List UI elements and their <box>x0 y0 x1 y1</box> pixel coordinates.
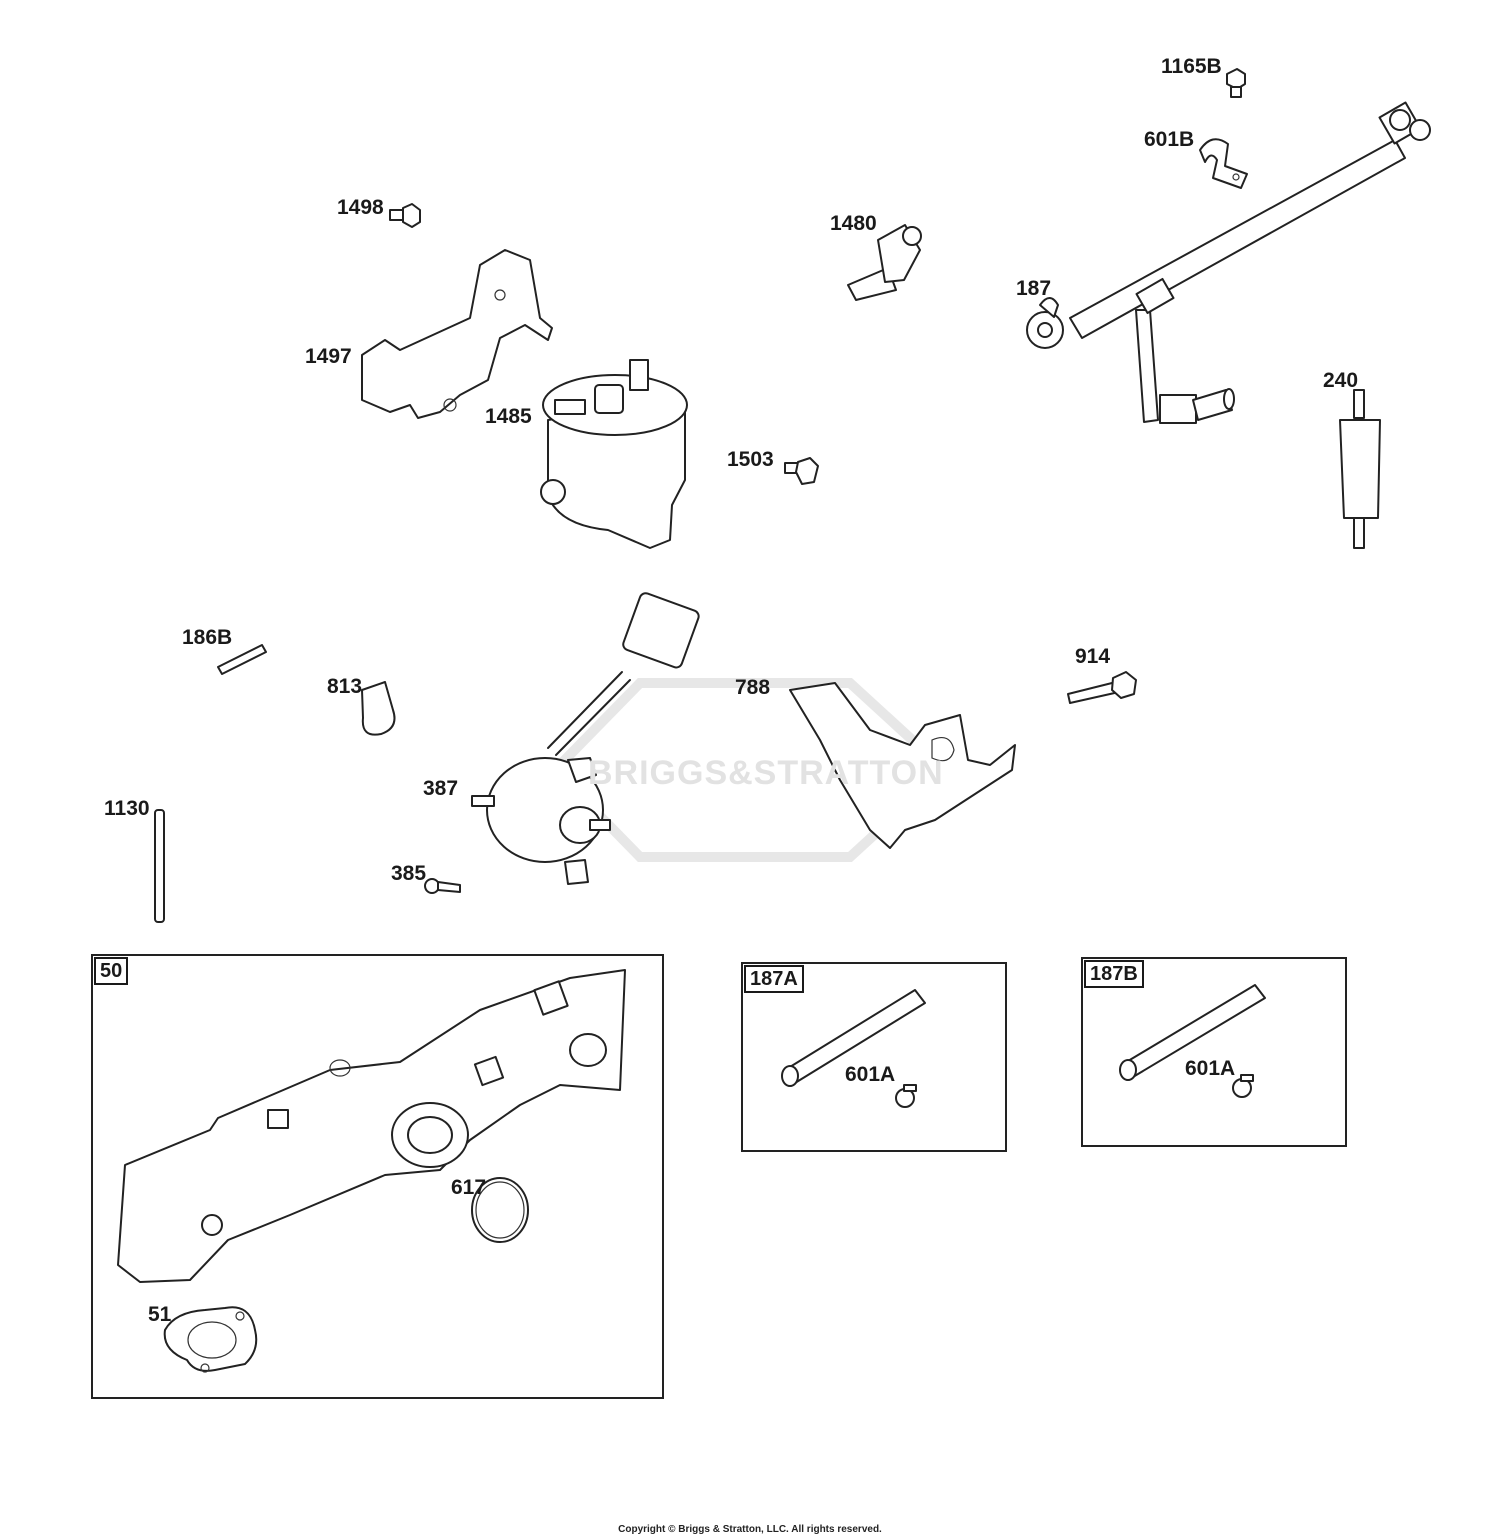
part-1480-connector[interactable] <box>847 224 922 301</box>
label-788[interactable]: 788 <box>735 676 771 699</box>
label-601A-b[interactable]: 601A <box>1185 1057 1236 1080</box>
label-186B[interactable]: 186B <box>182 626 233 649</box>
label-187[interactable]: 187 <box>1016 277 1052 300</box>
kit-label-50[interactable]: 50 <box>94 957 129 985</box>
label-813[interactable]: 813 <box>327 675 363 698</box>
part-1485-fuel-pump-module[interactable] <box>540 359 688 549</box>
part-1130-stud[interactable] <box>154 809 165 923</box>
label-1480[interactable]: 1480 <box>830 212 877 235</box>
part-813-clip[interactable] <box>361 681 396 736</box>
label-601B[interactable]: 601B <box>1144 128 1195 151</box>
part-387-fuel-pump[interactable] <box>471 592 700 885</box>
part-914-bolt[interactable] <box>1067 671 1137 704</box>
label-240[interactable]: 240 <box>1323 369 1359 392</box>
part-601B-clamp[interactable] <box>1199 138 1248 189</box>
copyright-notice: Copyright © Briggs & Stratton, LLC. All … <box>618 1524 882 1535</box>
part-601A-clamp-a[interactable] <box>895 1084 917 1108</box>
watermark-text: BRIGGS&STRATTON <box>588 754 944 792</box>
kit-187B-box <box>1081 957 1347 1147</box>
part-1503-screw[interactable] <box>784 457 819 485</box>
part-1165B-bolt[interactable] <box>1226 68 1246 98</box>
part-1498-bolt[interactable] <box>389 203 421 228</box>
part-1497-bracket[interactable] <box>361 249 553 419</box>
label-1165B[interactable]: 1165B <box>1161 55 1222 78</box>
kit-label-187B[interactable]: 187B <box>1084 960 1144 988</box>
kit-187A-box <box>741 962 1007 1152</box>
part-187-fuel-hose[interactable] <box>1026 101 1431 424</box>
part-186B-pin[interactable] <box>217 644 267 675</box>
label-1497[interactable]: 1497 <box>305 345 352 368</box>
kit-50-box <box>91 954 664 1399</box>
label-1498[interactable]: 1498 <box>337 196 384 219</box>
label-617[interactable]: 617 <box>451 1176 487 1199</box>
part-51-gasket[interactable] <box>163 1306 258 1373</box>
label-601A-a[interactable]: 601A <box>845 1063 896 1086</box>
label-1130[interactable]: 1130 <box>104 797 150 820</box>
label-1503[interactable]: 1503 <box>727 448 774 471</box>
part-788-bracket[interactable] <box>789 682 1016 849</box>
label-51[interactable]: 51 <box>148 1303 172 1326</box>
part-385-screw[interactable] <box>424 878 461 894</box>
kit-label-187A[interactable]: 187A <box>744 965 804 993</box>
part-50-manifold[interactable] <box>117 969 626 1283</box>
part-187A-hose[interactable] <box>781 989 926 1087</box>
part-187B-hose[interactable] <box>1119 984 1266 1081</box>
label-387[interactable]: 387 <box>423 777 459 800</box>
part-617-o-ring[interactable] <box>471 1177 529 1243</box>
label-914[interactable]: 914 <box>1075 645 1111 668</box>
label-1485[interactable]: 1485 <box>485 405 532 428</box>
label-385[interactable]: 385 <box>391 862 427 885</box>
part-601A-clamp-b[interactable] <box>1232 1074 1254 1098</box>
part-240-fuel-filter[interactable] <box>1339 389 1381 549</box>
